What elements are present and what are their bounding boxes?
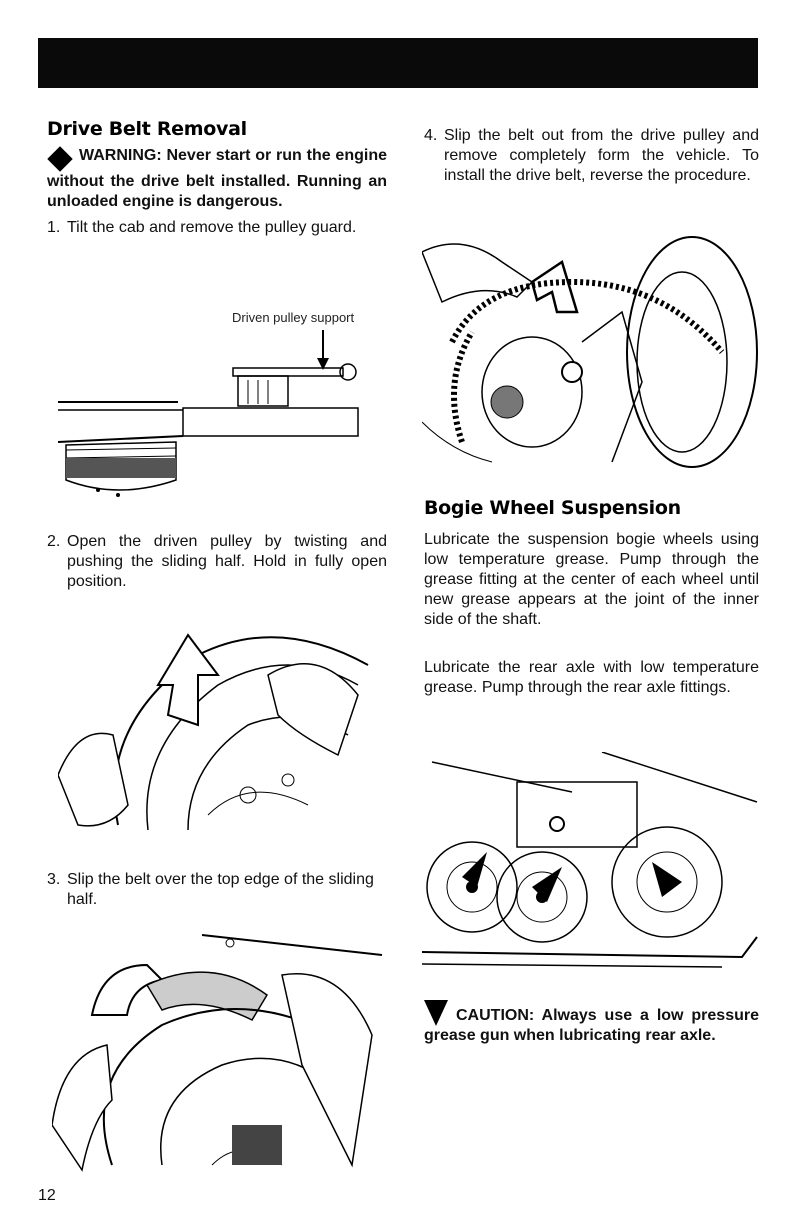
warning-text: the engine without the drive belt instal… [47,147,387,210]
bogie-wheel-heading: Bogie Wheel Suspension [424,497,681,519]
step-2-text: Open the driven pulley by twisting and p… [67,533,387,590]
step-1-text: Tilt the cab and remove the pulley guard… [67,219,357,236]
step-3: 3. Slip the belt over the top edge of th… [47,870,387,910]
bogie-para-1: Lubricate the suspension bogie wheels us… [424,531,759,628]
step-4-number: 4. [424,127,438,144]
step-4-text: Slip the belt out from the drive pulley … [444,127,759,184]
step-2-number: 2. [47,533,61,550]
step-3-number: 3. [47,871,61,888]
drive-belt-heading: Drive Belt Removal [47,118,247,140]
header-bar [38,38,758,88]
twist-pulley-illustration [58,605,373,835]
caution-lead: CAUTION: Always use a low [456,1007,684,1024]
slip-belt-illustration [52,925,387,1175]
left-column: Drive Belt Removal WARNING: Never start … [47,118,387,238]
caution-text: pressure grease gun when lubricating rea… [424,1007,759,1044]
warning-icon [47,146,73,172]
caution-icon [424,1000,448,1026]
pulley-side-illustration [58,330,368,510]
step-4: 4. Slip the belt out from the drive pull… [424,126,759,186]
bogie-wheels-illustration [422,752,762,972]
warning-block: WARNING: Never start or run the engine w… [47,146,387,212]
page-number: 12 [38,1187,56,1204]
caution-block: CAUTION: Always use a low pressure greas… [424,1000,759,1046]
step-1: 1. Tilt the cab and remove the pulley gu… [47,218,387,238]
driven-pulley-support-label: Driven pulley support [232,310,355,325]
bogie-para-2: Lubricate the rear axle with low tempera… [424,659,759,696]
drive-pulley-illustration [422,222,762,472]
step-3-text: Slip the belt over the top edge of the s… [67,871,374,908]
step-2: 2. Open the driven pulley by twisting an… [47,532,387,592]
warning-lead: WARNING: Never start or run [79,147,302,164]
step-1-number: 1. [47,219,61,236]
